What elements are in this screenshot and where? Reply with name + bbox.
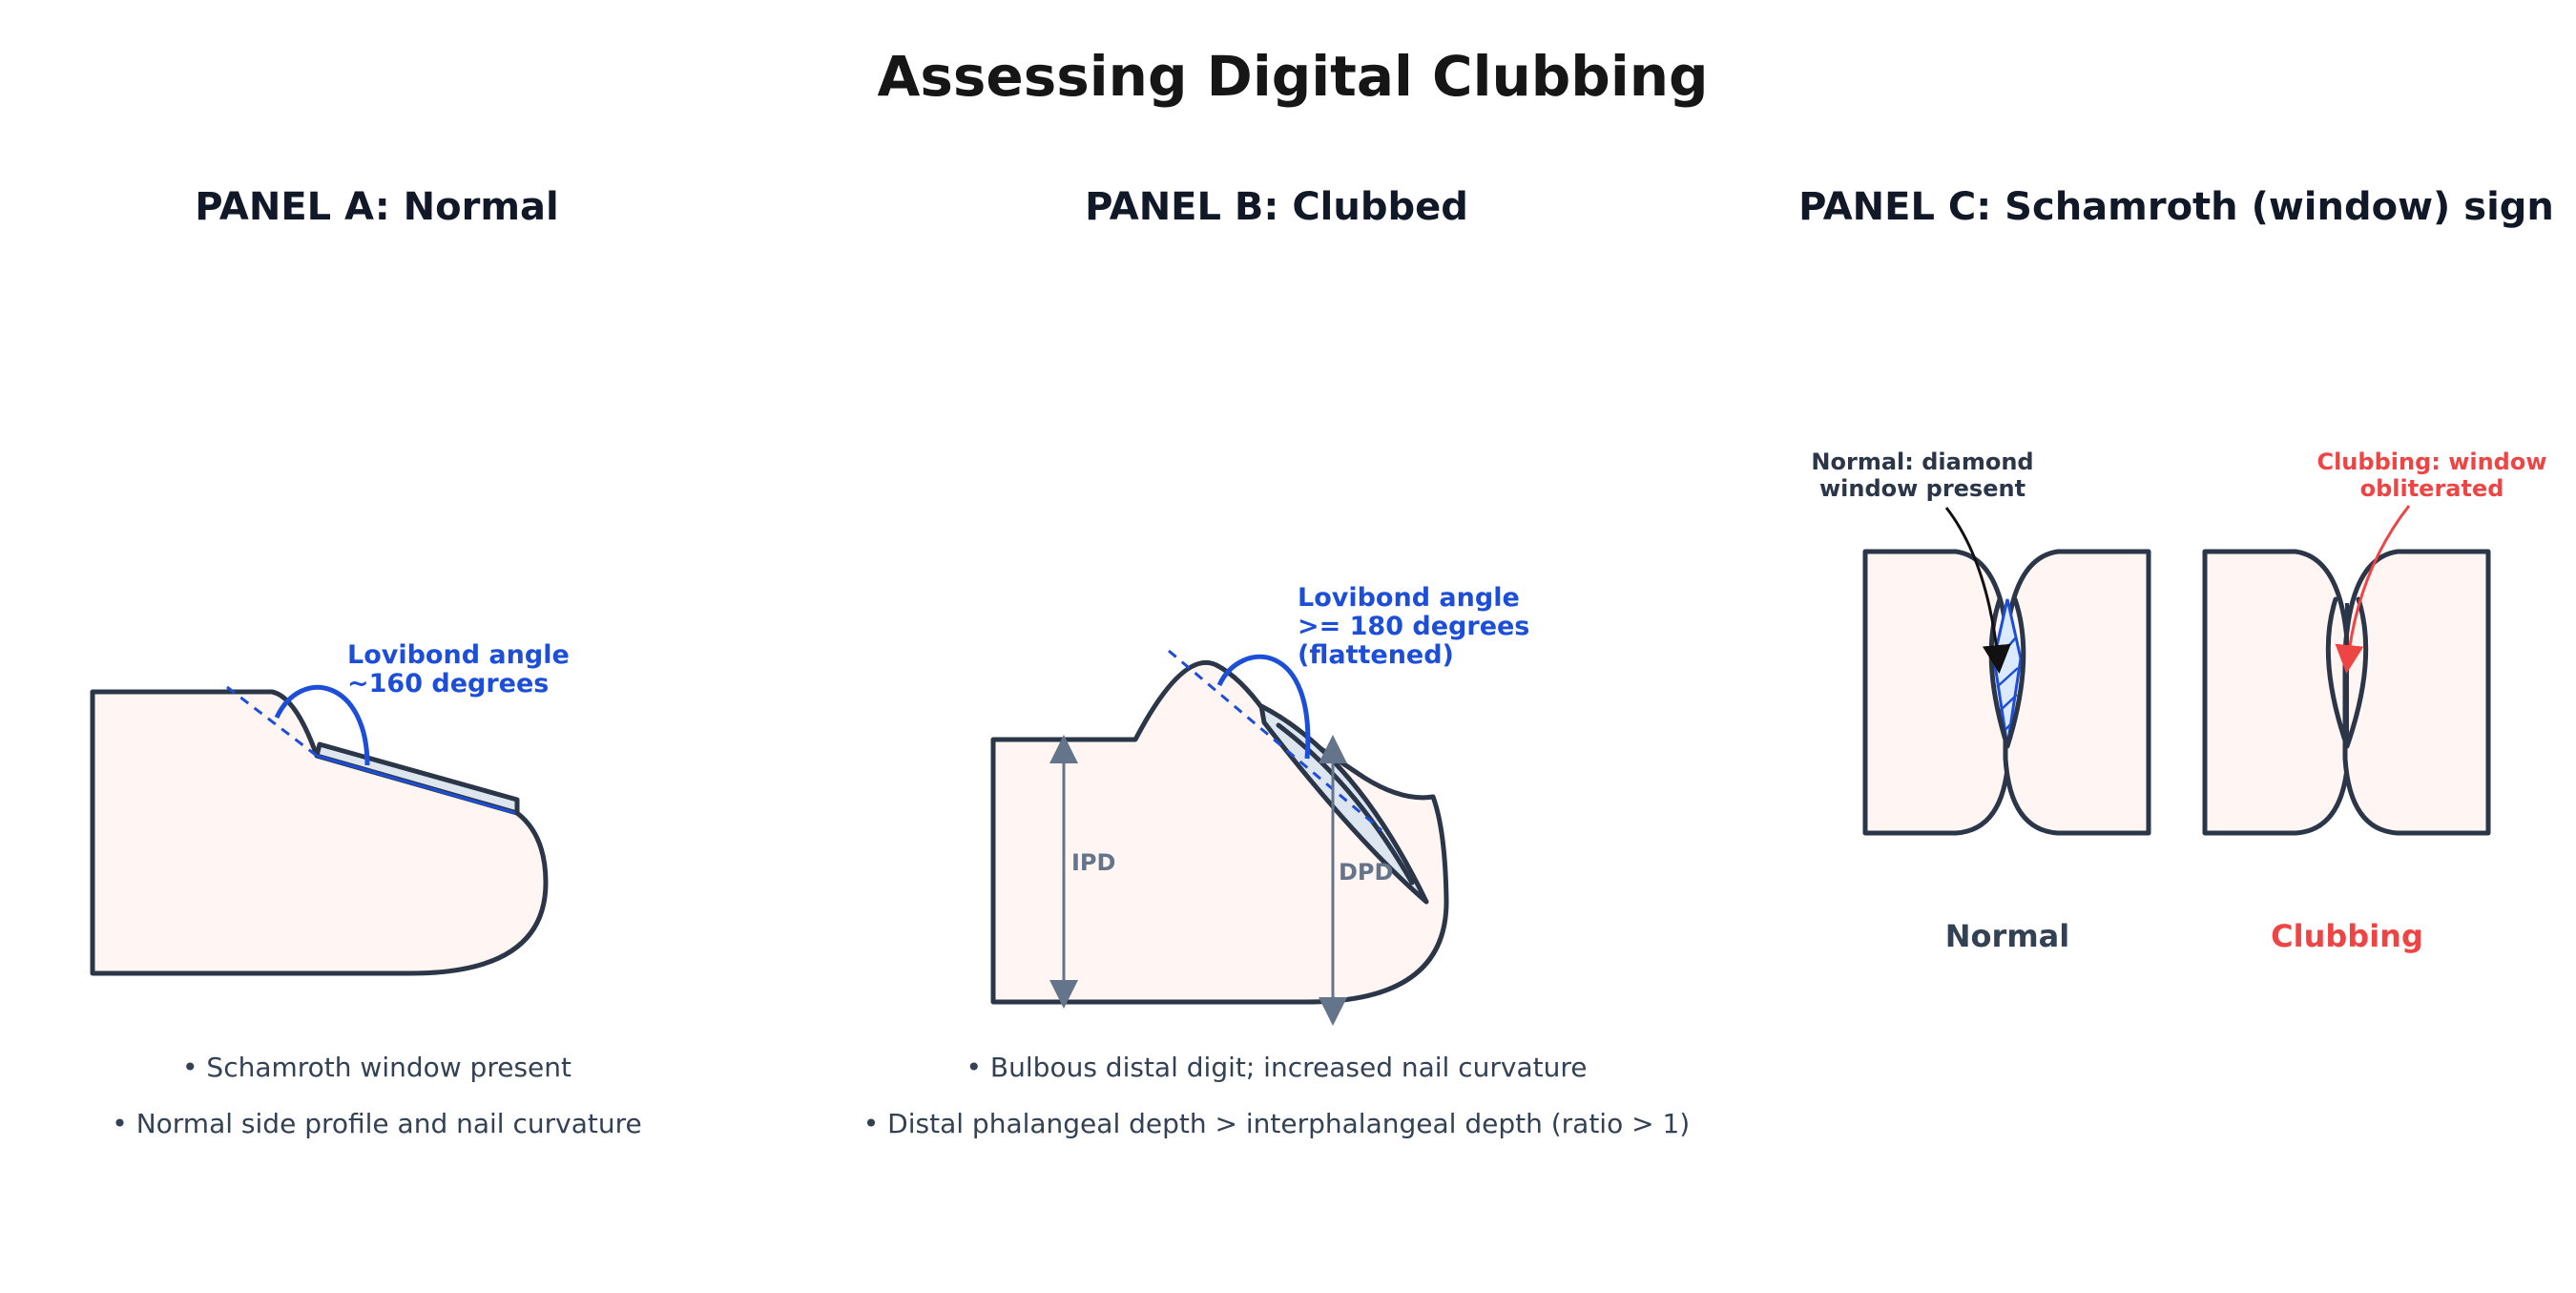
clubbed-angle-label-line1: Lovibond angle bbox=[1298, 583, 1520, 613]
normal-nail-edges bbox=[1988, 596, 2026, 749]
normal-window-note-line2: window present bbox=[1819, 475, 2025, 502]
normal-reference-line bbox=[226, 685, 318, 758]
panel-c-title: PANEL C: Schamroth (window) sign bbox=[1798, 185, 2554, 229]
normal-lovibond-angle-arc bbox=[274, 684, 370, 766]
ipd-label: IPD bbox=[1071, 849, 1115, 876]
clubbing-window-pointer bbox=[2335, 505, 2411, 674]
window-hatch-1 bbox=[1996, 667, 2019, 688]
dpd-label: DPD bbox=[1339, 859, 1393, 886]
panel-c: PANEL C: Schamroth (window) sign Normal:… bbox=[1798, 185, 2554, 954]
normal-label: Normal bbox=[1945, 918, 2069, 954]
normal-window-pair: Normal: diamond window present Normal bbox=[1811, 448, 2151, 954]
normal-finger-profile bbox=[90, 689, 549, 976]
window-hatch-2 bbox=[1999, 694, 2018, 712]
panel-a-title: PANEL A: Normal bbox=[195, 185, 559, 229]
clubbing-window-note-line2: obliterated bbox=[2360, 475, 2504, 502]
panel-a-bullet-1: • Schamroth window present bbox=[182, 1052, 571, 1083]
clubbing-left-fingertip bbox=[2202, 549, 2351, 836]
main-title: Assessing Digital Clubbing bbox=[877, 44, 1708, 109]
clubbing-window-pair: Clubbing: window obliterated Clubbing bbox=[2202, 448, 2547, 954]
panel-b-title: PANEL B: Clubbed bbox=[1085, 185, 1468, 229]
panel-b-bullet-1: • Bulbous distal digit; increased nail c… bbox=[966, 1052, 1588, 1083]
clubbing-window-note-line1: Clubbing: window bbox=[2316, 448, 2546, 475]
normal-angle-label-line1: Lovibond angle bbox=[347, 640, 570, 670]
clubbed-lovibond-angle-arc bbox=[1216, 654, 1311, 760]
clubbed-nail-curvature bbox=[1276, 722, 1415, 886]
normal-angle-label-line2: ~160 degrees bbox=[347, 669, 549, 699]
panel-b: PANEL B: Clubbed Lovibond angle >= 180 d… bbox=[863, 185, 1690, 1139]
panel-a: PANEL A: Normal Lovibond angle ~160 degr… bbox=[90, 185, 642, 1139]
clubbing-right-fingertip bbox=[2342, 549, 2491, 836]
normal-window-note-line1: Normal: diamond bbox=[1811, 448, 2033, 475]
normal-right-fingertip bbox=[2003, 549, 2151, 836]
clubbed-angle-label-line3: (flattened) bbox=[1298, 640, 1454, 670]
normal-window-pointer bbox=[1944, 507, 2011, 674]
normal-nail-angle-line bbox=[316, 754, 516, 815]
panel-a-bullet-2: • Normal side profile and nail curvature bbox=[112, 1108, 641, 1139]
panel-b-bullet-2: • Distal phalangeal depth > interphalang… bbox=[863, 1108, 1690, 1139]
clubbed-angle-label-line2: >= 180 degrees bbox=[1298, 612, 1529, 641]
clubbing-label: Clubbing bbox=[2271, 918, 2423, 954]
